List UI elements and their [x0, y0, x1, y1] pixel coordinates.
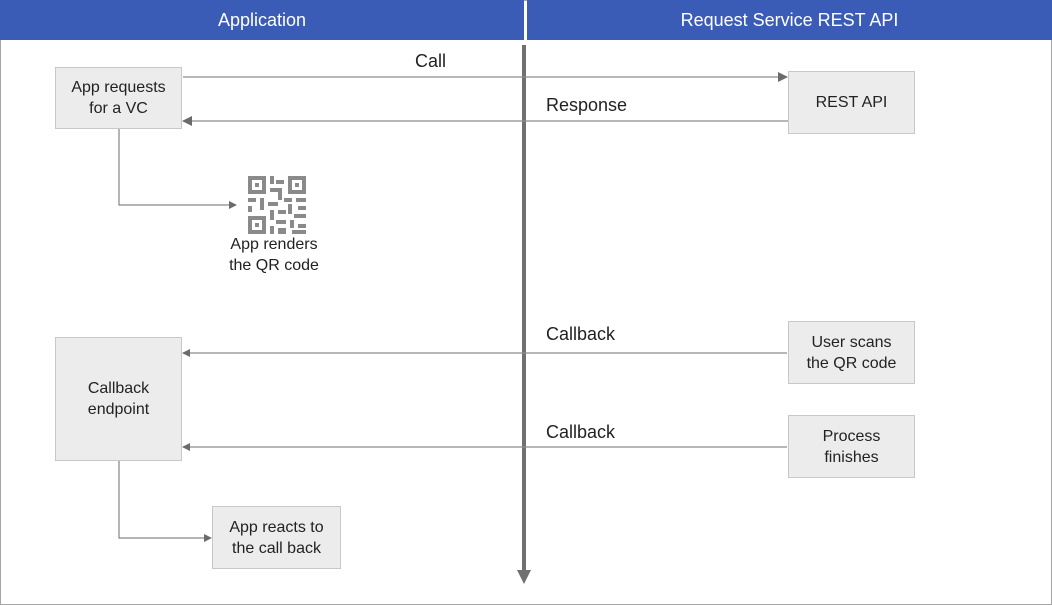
qr-connector: [118, 129, 237, 209]
rest-api-lane-header: Request Service REST API: [527, 0, 1052, 40]
response-label: Response: [546, 95, 628, 115]
callback-endpoint-box: Callback endpoint: [55, 337, 182, 461]
qr-code-icon: [248, 176, 306, 234]
timeline-arrowhead: [517, 570, 531, 584]
app-requests-box: App requests for a VC: [55, 67, 182, 129]
user-scans-box: User scans the QR code: [788, 321, 915, 384]
rest-api-box: REST API: [788, 71, 915, 134]
callback-label-1: Callback: [546, 324, 616, 344]
app-reacts-box: App reacts to the call back: [212, 506, 341, 569]
call-label: Call: [415, 51, 447, 71]
application-lane-header: Application: [0, 0, 524, 40]
process-finishes-box: Process finishes: [788, 415, 915, 478]
qr-render-label: App renders the QR code: [229, 236, 319, 274]
reacts-connector: [118, 461, 212, 542]
callback-label-2: Callback: [546, 422, 616, 442]
